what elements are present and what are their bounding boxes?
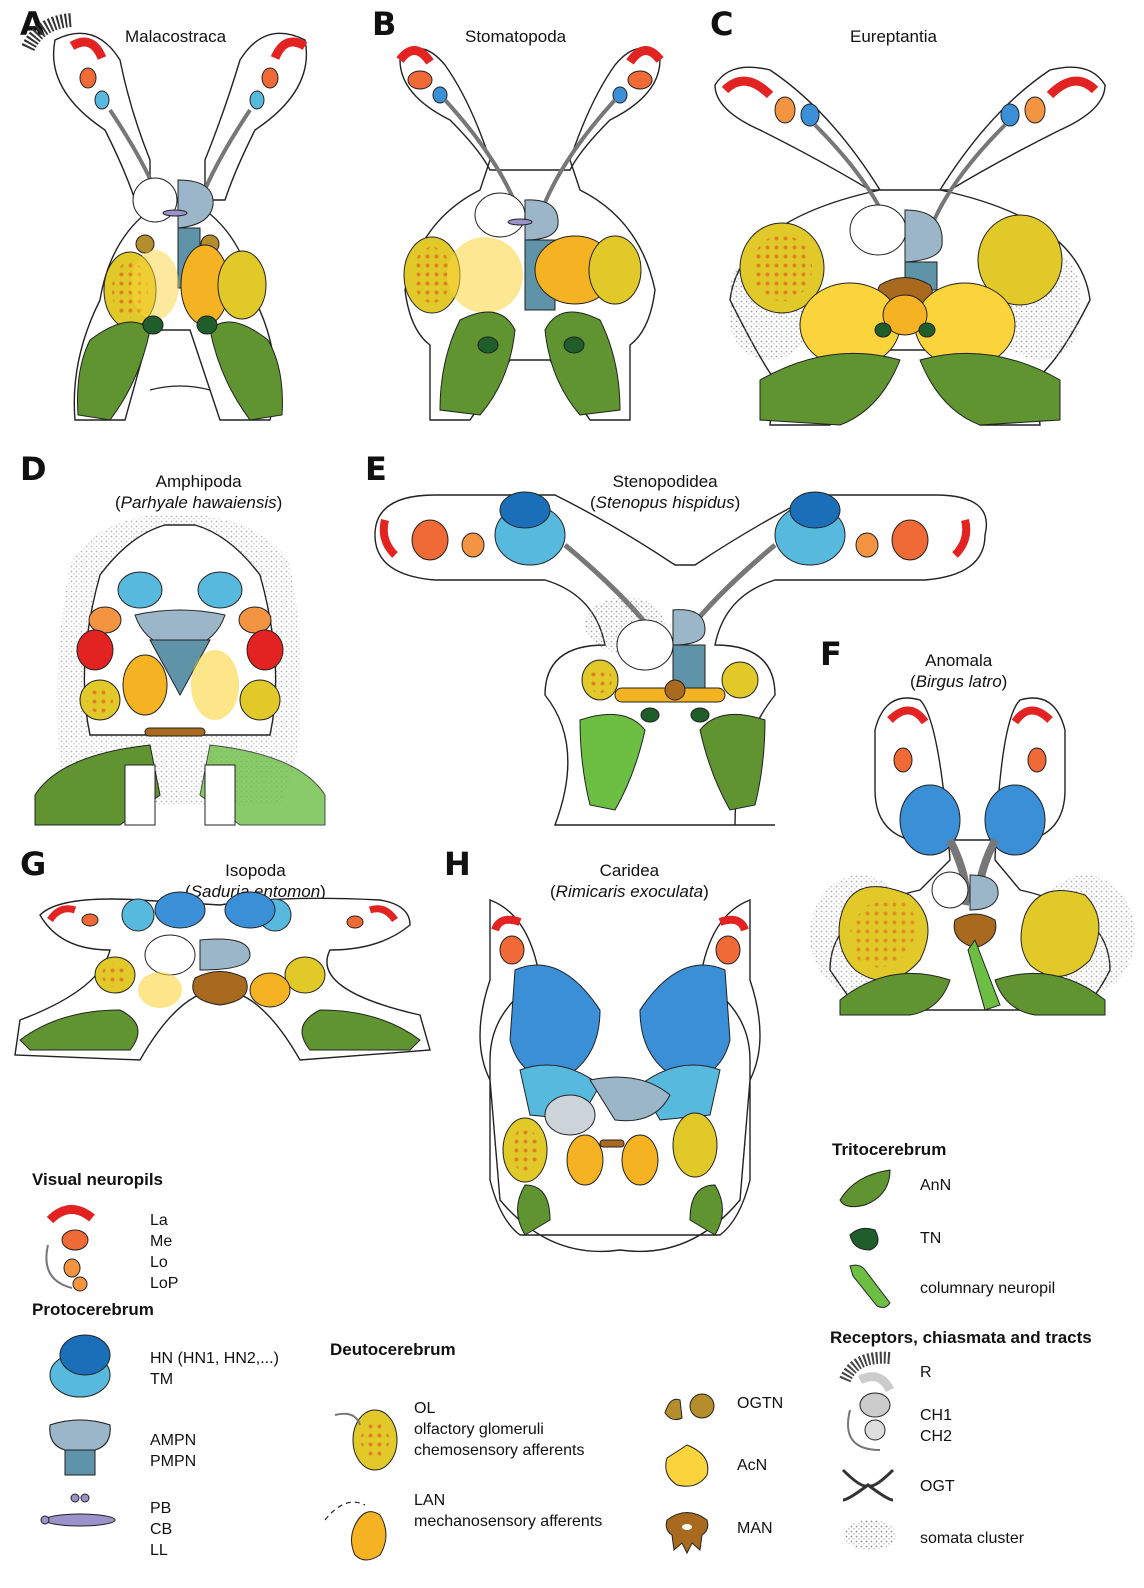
label-tm: TM [150,1369,279,1390]
ch-labels: CH1 CH2 [920,1405,952,1447]
lan-icon [320,1485,400,1565]
label-lo: Lo [150,1252,178,1273]
label-ogt: OGT [920,1476,955,1497]
label-lan: LAN [414,1490,602,1511]
columnary-neuropil-icon [845,1258,895,1313]
label-ch2: CH2 [920,1426,952,1447]
panel-a: A Malacostraca [0,0,360,440]
legend-heading-visual: Visual neuropils [32,1170,163,1190]
panel-g: G Isopoda(Saduria entomon) [0,840,440,1065]
pb-cb-ll-icon [40,1490,120,1550]
legend-heading-proto: Protocerebrum [32,1300,154,1320]
somata-cluster-icon [840,1515,900,1555]
label-cb: CB [150,1519,172,1540]
brain-diagram [0,445,360,825]
label-chemosensory: chemosensory afferents [414,1440,584,1461]
lan-labels: LAN mechanosensory afferents [414,1490,602,1532]
panel-d: D Amphipoda(Parhyale hawaiensis) [0,445,360,825]
brain-diagram [700,0,1144,440]
visual-neuropils-icon [40,1200,110,1295]
label-ch1: CH1 [920,1405,952,1426]
label-hn: HN (HN1, HN2,...) [150,1348,279,1369]
receptor-chiasmata-icon [830,1350,910,1460]
panel-h: H Caridea(Rimicaris exoculata) [440,840,800,1260]
ogtn-icon [660,1388,720,1428]
panel-f: F Anomala(Birgus latro) [800,630,1144,1020]
label-man: MAN [737,1518,773,1539]
label-ann: AnN [920,1175,951,1196]
label-ogtn: OGTN [737,1393,783,1414]
label-me: Me [150,1231,178,1252]
ampn-pmpn-icon [40,1415,120,1485]
visual-labels: La Me Lo LoP [150,1210,178,1294]
hn-tm-icon [40,1330,120,1400]
ann-icon [835,1165,895,1210]
tn-icon [845,1220,885,1255]
label-acn: AcN [737,1455,767,1476]
label-pb: PB [150,1498,172,1519]
label-somata: somata cluster [920,1528,1024,1549]
label-ol: OL [414,1398,584,1419]
label-tn: TN [920,1228,941,1249]
label-ll: LL [150,1540,172,1561]
label-columnary: columnary neuropil [920,1278,1055,1299]
brain-diagram [800,630,1144,1020]
ogt-icon [838,1465,898,1505]
label-la: La [150,1210,178,1231]
brain-diagram [0,0,360,440]
ol-icon [330,1395,400,1475]
man-icon [662,1505,712,1555]
label-olf-glomeruli: olfactory glomeruli [414,1419,584,1440]
legend-heading-trito: Tritocerebrum [832,1140,946,1160]
legend-heading-receptors: Receptors, chiasmata and tracts [830,1328,1092,1348]
ol-labels: OL olfactory glomeruli chemosensory affe… [414,1398,584,1461]
label-lop: LoP [150,1273,178,1294]
label-ampn: AMPN [150,1430,196,1451]
ampn-pmpn-labels: AMPN PMPN [150,1430,196,1472]
brain-diagram [440,840,800,1260]
brain-diagram [0,840,440,1065]
label-r: R [920,1362,932,1383]
panel-b: B Stomatopoda [360,0,700,440]
panel-c: C Eureptantia [700,0,1144,440]
hn-tm-labels: HN (HN1, HN2,...) TM [150,1348,279,1390]
brain-diagram [360,0,700,440]
acn-icon [662,1440,712,1490]
legend-heading-deuto: Deutocerebrum [330,1340,456,1360]
label-mechanosensory: mechanosensory afferents [414,1511,602,1532]
label-pmpn: PMPN [150,1451,196,1472]
pb-cb-ll-labels: PB CB LL [150,1498,172,1561]
